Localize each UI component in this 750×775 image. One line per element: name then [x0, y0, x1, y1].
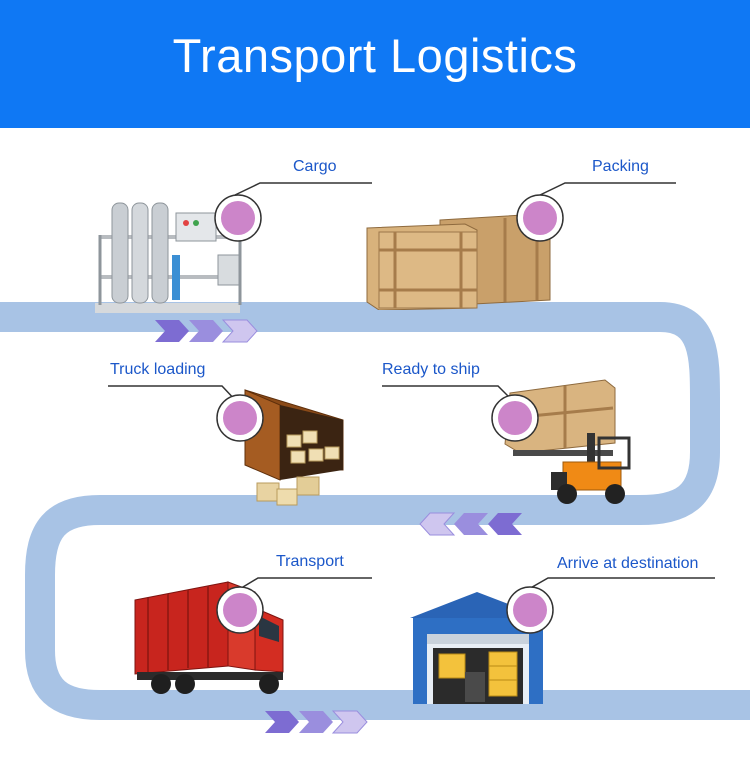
header-banner: Transport Logistics	[0, 0, 750, 128]
step-label-ready-to-ship: Ready to ship	[382, 361, 480, 378]
direction-arrows-left	[419, 512, 522, 536]
step-label-packing: Packing	[592, 158, 649, 175]
direction-arrows-right-1	[155, 319, 258, 343]
step-label-transport: Transport	[276, 553, 344, 570]
step-label-cargo: Cargo	[293, 158, 337, 175]
step-marker-cargo	[214, 194, 262, 242]
page-title: Transport Logistics	[172, 29, 578, 82]
forklift-icon	[504, 379, 631, 504]
filtration-machine-icon	[95, 202, 242, 313]
step-label-arrive: Arrive at destination	[557, 555, 699, 572]
step-marker-ready-to-ship	[491, 394, 539, 442]
warehouse-icon	[410, 592, 545, 704]
direction-arrows-right-2	[265, 710, 368, 734]
step-marker-truck-loading	[216, 394, 264, 442]
step-marker-packing	[516, 194, 564, 242]
step-label-truck-loading: Truck loading	[110, 361, 206, 378]
step-marker-arrive	[506, 586, 554, 634]
container-loading-icon	[244, 389, 344, 506]
wooden-crates-icon	[366, 213, 551, 310]
step-marker-transport	[216, 586, 264, 634]
